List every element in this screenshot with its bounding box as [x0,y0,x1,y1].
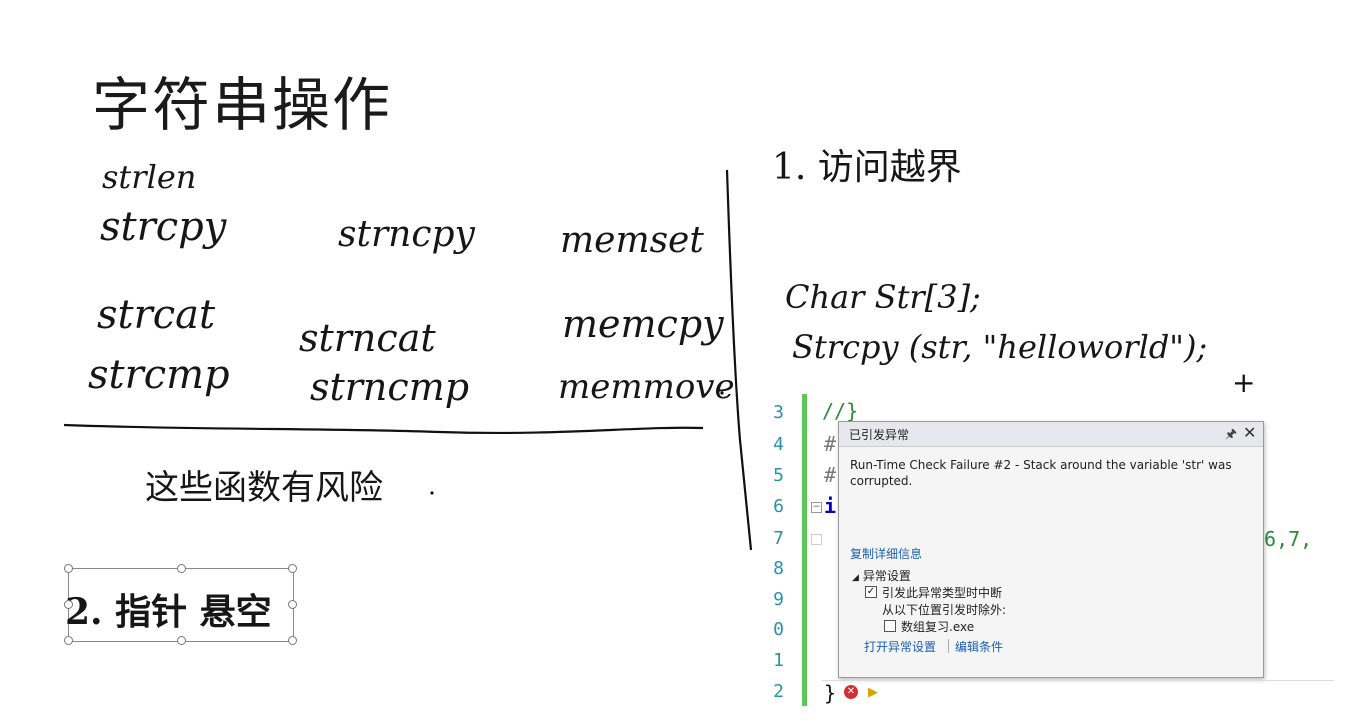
fn-strncmp: strncmp [310,365,470,409]
divider-underline [63,423,704,435]
except-from-label: 从以下位置引发时除外: [882,603,1007,617]
vertical-divider [725,169,753,551]
fn-strlen: strlen [102,158,197,196]
collapse-triangle-icon[interactable]: ◢ [852,573,859,583]
popup-pointer [876,665,892,675]
code-directive: # [824,432,837,456]
link-separator [948,639,949,653]
line-number: 5 [773,465,784,486]
fn-memset: memset [560,220,704,261]
open-exception-settings-link[interactable]: 打开异常设置 [864,640,937,654]
except-exe-label: 数组复习.exe [901,620,975,634]
change-indicator-bar [802,394,807,706]
exception-settings-label: 异常设置 [862,569,911,583]
resize-handle[interactable] [177,564,186,573]
line-number: 9 [773,589,784,610]
point-1-heading: 1. 访问越界 [772,147,962,188]
fn-strcpy: strcpy [100,204,227,250]
error-icon[interactable]: ✕ [844,685,858,699]
line-number: 8 [773,558,784,579]
copy-details-link[interactable]: 复制详细信息 [850,547,923,561]
break-when-thrown-checkbox[interactable]: ✓ [865,586,877,598]
resize-handle[interactable] [288,636,297,645]
fold-toggle-icon[interactable]: − [811,502,822,513]
fn-strncat: strncat [299,316,436,360]
editor-status-strip: } ✕ ▶︎ [822,680,1334,707]
crosshair-cursor-icon: + [1232,366,1256,399]
fn-memmove: memmove [558,367,735,407]
exception-message: Run-Time Check Failure #2 - Stack around… [850,458,1232,488]
risk-note: 这些函数有风险 [145,468,383,508]
exception-popup: 已引发异常 🖈︎ ✕ Run-Time Check Failure #2 - S… [838,421,1264,678]
exception-settings-header[interactable]: ◢异常设置 [852,567,911,584]
line-number: 2 [773,681,784,702]
edit-conditions-link[interactable]: 编辑条件 [955,640,1004,654]
code-comment: //} [822,399,859,423]
resize-handle[interactable] [288,564,297,573]
closing-brace: } [824,681,837,705]
resize-handle[interactable] [64,636,73,645]
resize-handle[interactable] [64,600,73,609]
warning-icon[interactable]: ▶︎ [868,685,878,700]
ink-dot [720,391,724,395]
pin-icon[interactable]: 🖈︎ [1225,427,1238,442]
break-when-thrown-label: 引发此异常类型时中断 [882,586,1003,600]
popup-title: 已引发异常 [849,428,910,442]
except-exe-checkbox[interactable] [884,620,896,632]
fn-memcpy: memcpy [562,302,724,346]
line-number: 1 [773,650,784,671]
fn-strcmp: strcmp [88,352,230,398]
fn-strncpy: strncpy [338,214,475,255]
selected-ink-object[interactable]: 2. 指针 悬空 [64,564,297,645]
point-2-heading: 2. 指针 悬空 [65,591,272,633]
line-number: 0 [773,619,784,640]
resize-handle[interactable] [64,564,73,573]
line-number: 4 [773,434,784,455]
ink-dot [430,491,434,495]
resize-handle[interactable] [177,636,186,645]
close-icon[interactable]: ✕ [1243,423,1257,442]
code-keyword: i [824,494,837,518]
code-directive: # [824,463,837,487]
page-title: 字符串操作 [92,71,393,139]
line-number: 7 [773,528,784,549]
line-number: 6 [773,496,784,517]
fn-strcat: strcat [97,292,216,338]
line-number: 3 [773,402,784,423]
code-example-line1: Char Str[3]; [785,278,981,316]
code-example-line2: Strcpy (str, "helloworld"); [792,328,1208,366]
popup-header: 已引发异常 🖈︎ ✕ [839,422,1263,447]
fold-guide-icon [811,534,822,545]
resize-handle[interactable] [288,600,297,609]
